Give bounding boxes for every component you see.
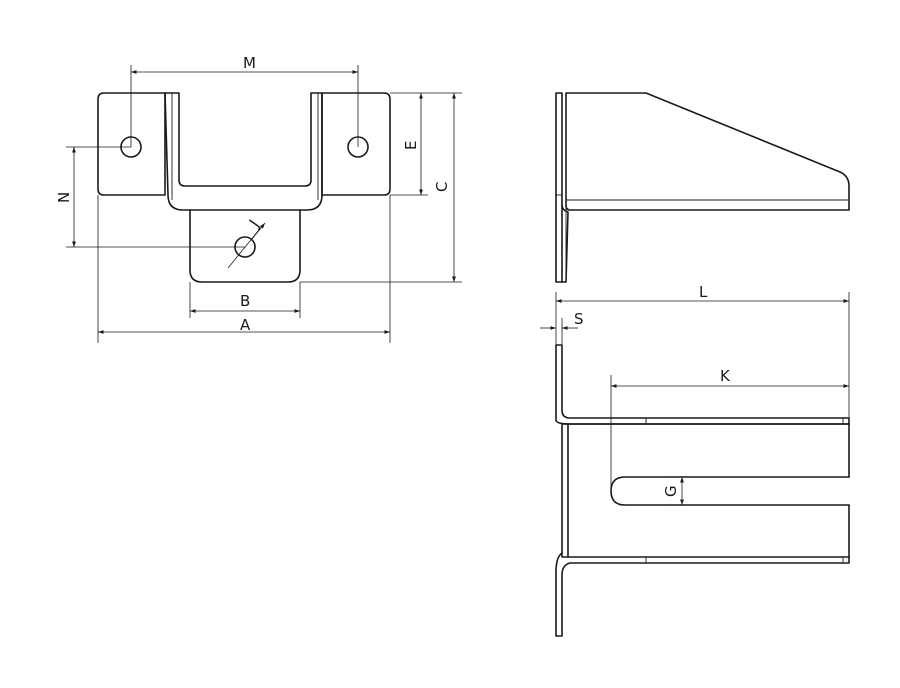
label-e: E [402,141,420,150]
front-view: M E C N J B A [55,54,462,343]
label-a: A [240,316,251,334]
label-j: J [245,216,263,231]
label-k: K [720,367,731,385]
label-g: G [662,485,680,497]
label-n: N [55,192,73,203]
label-l: L [699,283,708,301]
top-view: L S K G [540,283,850,637]
label-s: S [574,310,584,328]
label-m: M [243,54,256,72]
side-view [555,92,850,283]
label-b: B [240,292,250,310]
label-c: C [433,182,451,192]
